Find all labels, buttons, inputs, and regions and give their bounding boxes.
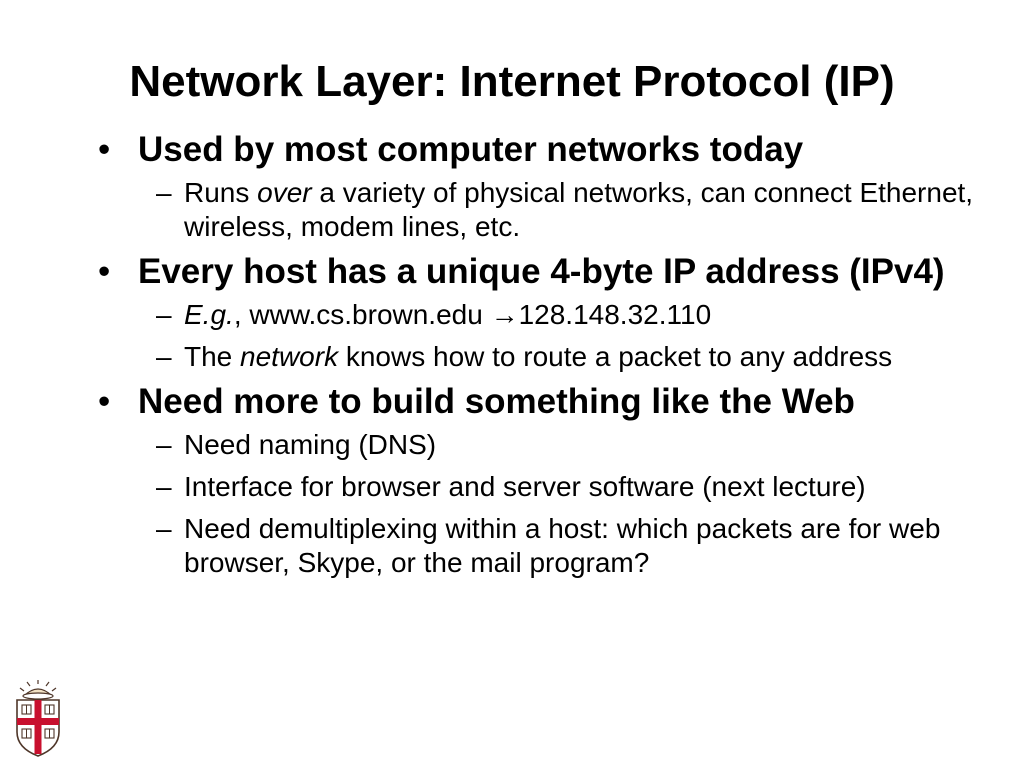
bullet-text: Used by most computer networks today [138, 130, 804, 169]
sub-list: – Runs over a variety of physical networ… [138, 176, 976, 244]
sub-text: Need naming (DNS) [184, 429, 437, 460]
sub-bullet-demultiplexing: – Need demultiplexing within a host: whi… [138, 512, 976, 580]
right-arrow-icon: → [490, 299, 519, 330]
sub-text-emphasis: network [240, 341, 339, 372]
sub-text: Interface for browser and server softwar… [184, 471, 866, 502]
bullet-marker: • [98, 130, 111, 169]
bullet-text: Every host has a unique 4-byte IP addres… [138, 252, 945, 291]
bullet-ip-usage: • Used by most computer networks today –… [96, 130, 976, 244]
slide-title: Network Layer: Internet Protocol (IP) [129, 57, 895, 106]
dash-marker: – [156, 513, 172, 544]
dash-marker: – [156, 177, 172, 208]
dash-marker: – [156, 341, 172, 372]
slide-body: • Used by most computer networks today –… [96, 130, 976, 582]
sub-text-emphasis: over [257, 177, 312, 208]
sub-bullet-naming: – Need naming (DNS) [138, 428, 976, 462]
sub-text-post: knows how to route a packet to any addre… [338, 341, 893, 372]
bullet-marker: • [98, 382, 111, 421]
sub-text-mid: , www.cs.brown.edu [233, 299, 491, 330]
sub-list: – Need naming (DNS) – Interface for brow… [138, 428, 976, 580]
sub-text-pre: Runs [184, 177, 258, 208]
university-shield-logo-icon [16, 680, 60, 757]
bullet-web-needs: • Need more to build something like the … [96, 382, 976, 580]
sub-text: Need demultiplexing within a host: which… [184, 513, 941, 578]
sub-bullet-interface: – Interface for browser and server softw… [138, 470, 976, 504]
sub-text-post: 128.148.32.110 [518, 299, 712, 330]
dash-marker: – [156, 471, 172, 502]
sub-text-pre: The [184, 341, 241, 372]
sub-text-emphasis: E.g. [184, 299, 234, 330]
bullet-marker: • [98, 252, 111, 291]
bullet-ip-address: • Every host has a unique 4-byte IP addr… [96, 252, 976, 374]
sub-text-post: a variety of physical networks, can conn… [184, 177, 974, 242]
sub-list: – E.g., www.cs.brown.edu →128.148.32.110… [138, 298, 976, 374]
bullet-text: Need more to build something like the We… [138, 382, 855, 421]
dash-marker: – [156, 429, 172, 460]
sub-bullet-example: – E.g., www.cs.brown.edu →128.148.32.110 [138, 298, 976, 332]
sub-bullet-runs-over: – Runs over a variety of physical networ… [138, 176, 976, 244]
dash-marker: – [156, 299, 172, 330]
sub-bullet-network-routing: – The network knows how to route a packe… [138, 340, 976, 374]
